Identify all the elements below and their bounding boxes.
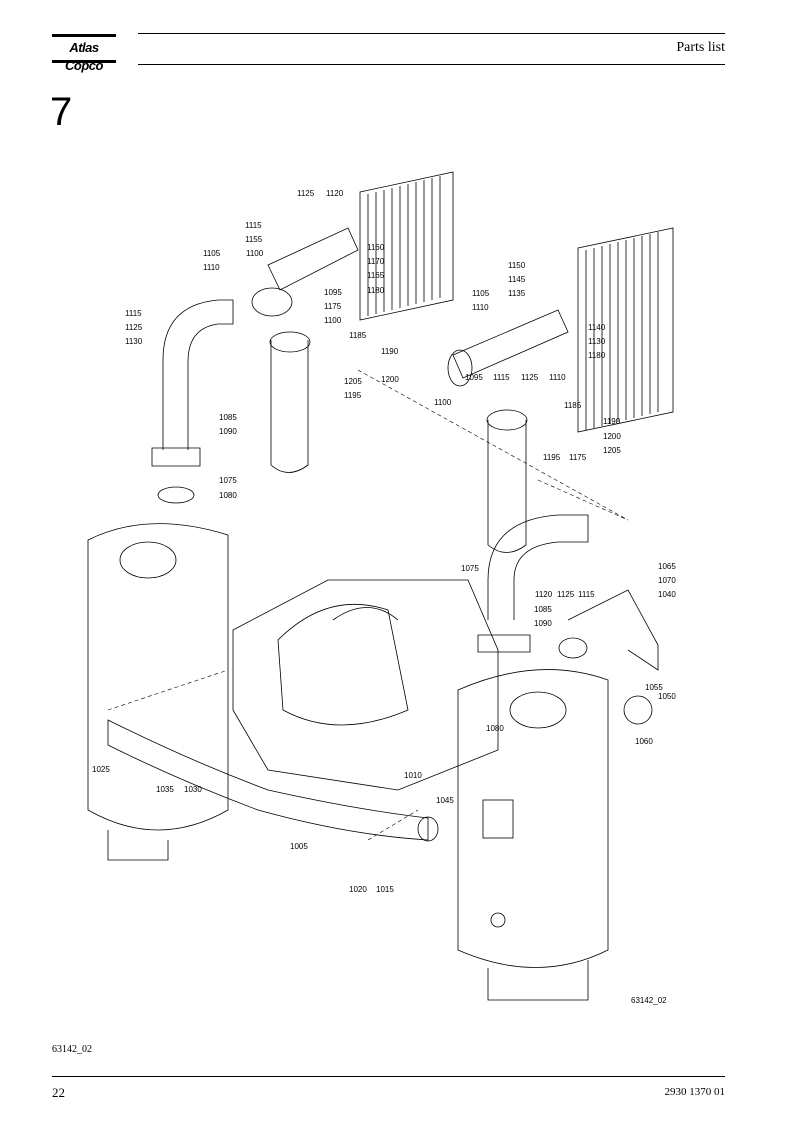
- callout-label: 1165: [367, 271, 385, 280]
- callout-label: 1090: [534, 619, 552, 628]
- callout-label: 1190: [603, 417, 621, 426]
- callout-label: 1125: [125, 323, 143, 332]
- callout-label: 1170: [367, 257, 385, 266]
- callout-label: 1085: [534, 605, 552, 614]
- diagram-drawing: [87, 171, 674, 1001]
- callout-label: 1145: [508, 275, 526, 284]
- page-number: 22: [52, 1085, 65, 1100]
- callout-label: 1195: [344, 391, 362, 400]
- callout-label: 1005: [290, 842, 308, 851]
- callout-label: 1075: [219, 476, 237, 485]
- callout-label: 1125: [521, 373, 539, 382]
- callout-label: 1105: [203, 249, 221, 258]
- callout-label: 1070: [658, 576, 676, 585]
- callout-label: 1175: [569, 453, 587, 462]
- callout-label: 1045: [436, 796, 454, 805]
- callout-label: 1120: [326, 189, 344, 198]
- callout-label: 1030: [184, 785, 202, 794]
- callout-label: 1185: [349, 331, 367, 340]
- header-title: Parts list: [676, 40, 725, 55]
- figure-code: 63142_02: [631, 996, 667, 1005]
- callout-label: 1135: [508, 289, 526, 298]
- callout-label: 1120: [535, 590, 553, 599]
- callout-label: 1010: [404, 771, 422, 780]
- diagram-callouts: 1125 1120 1115 1155 1105 1110 1100 1160 …: [92, 189, 676, 1005]
- callout-label: 1125: [557, 590, 575, 599]
- callout-label: 1060: [635, 737, 653, 746]
- callout-label: 1155: [245, 235, 263, 244]
- callout-label: 1105: [472, 289, 490, 298]
- logo-text: Atlas Copco: [65, 40, 103, 73]
- callout-label: 1095: [465, 373, 483, 382]
- callout-label: 1115: [245, 221, 262, 230]
- callout-label: 1055: [645, 683, 663, 692]
- callout-label: 1110: [549, 373, 566, 382]
- callout-label: 1175: [324, 302, 342, 311]
- callout-label: 1185: [564, 401, 582, 410]
- brand-logo: Atlas Copco: [52, 34, 116, 73]
- section-number: 7: [50, 90, 73, 134]
- callout-label: 1085: [219, 413, 237, 422]
- callout-label: 1190: [381, 347, 399, 356]
- callout-label: 1100: [324, 316, 342, 325]
- document-number: 2930 1370 01: [664, 1086, 726, 1098]
- callout-label: 1050: [658, 692, 676, 701]
- header-rule-top: [138, 33, 725, 34]
- footer-rule: [52, 1076, 725, 1077]
- callout-label: 1200: [381, 375, 399, 384]
- callout-label: 1080: [219, 491, 237, 500]
- callout-label: 1035: [156, 785, 174, 794]
- callout-label: 1115: [578, 590, 595, 599]
- callout-label: 1075: [461, 564, 479, 573]
- callout-label: 1100: [434, 398, 452, 407]
- figure-reference: 63142_02: [52, 1044, 92, 1055]
- callout-label: 1130: [125, 337, 143, 346]
- callout-label: 1150: [508, 261, 526, 270]
- callout-label: 1090: [219, 427, 237, 436]
- diagram-dashed-guides: [107, 369, 629, 841]
- callout-label: 1115: [493, 373, 510, 382]
- callout-label: 1110: [472, 303, 489, 312]
- callout-label: 1100: [246, 249, 264, 258]
- callout-label: 1065: [658, 562, 676, 571]
- callout-label: 1015: [376, 885, 394, 894]
- callout-label: 1095: [324, 288, 342, 297]
- callout-label: 1160: [367, 243, 385, 252]
- header-rule-bottom: [138, 64, 725, 65]
- callout-label: 1200: [603, 432, 621, 441]
- callout-label: 1195: [543, 453, 561, 462]
- exploded-parts-diagram: 1125 1120 1115 1155 1105 1110 1100 1160 …: [68, 150, 732, 1026]
- callout-label: 1080: [486, 724, 504, 733]
- callout-label: 1115: [125, 309, 142, 318]
- callout-label: 1205: [344, 377, 362, 386]
- callout-label: 1040: [658, 590, 676, 599]
- parts-diagram-svg: 1125 1120 1115 1155 1105 1110 1100 1160 …: [87, 171, 676, 1005]
- callout-label: 1180: [367, 286, 385, 295]
- callout-label: 1020: [349, 885, 367, 894]
- logo-bar-top: [52, 34, 116, 37]
- callout-label: 1130: [588, 337, 606, 346]
- callout-label: 1140: [588, 323, 606, 332]
- callout-label: 1205: [603, 446, 621, 455]
- callout-label: 1125: [297, 189, 315, 198]
- callout-label: 1025: [92, 765, 110, 774]
- logo-bar-bottom: [52, 60, 116, 63]
- callout-label: 1110: [203, 263, 220, 272]
- callout-label: 1180: [588, 351, 606, 360]
